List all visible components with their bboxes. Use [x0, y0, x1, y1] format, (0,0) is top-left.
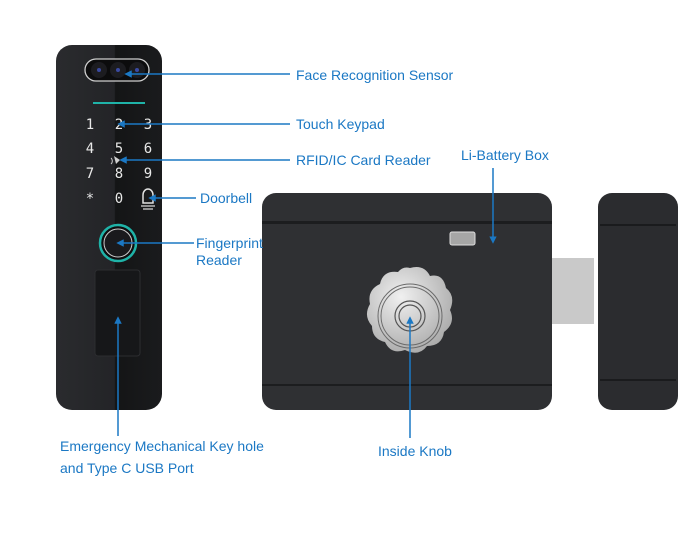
key-star: *: [86, 191, 94, 207]
label-battery-box: Li-Battery Box: [461, 147, 549, 163]
label-emergency-1: Emergency Mechanical Key hole: [60, 438, 264, 454]
label-emergency-2: and Type C USB Port: [60, 460, 194, 476]
key-9: 9: [144, 166, 152, 182]
face-recognition-camera: [84, 58, 150, 82]
lock-body: [262, 193, 594, 410]
key-0: 0: [115, 191, 123, 207]
label-fingerprint-2: Reader: [196, 252, 242, 268]
strike-box: [598, 193, 678, 410]
key-1: 1: [86, 117, 94, 133]
key-8: 8: [115, 166, 123, 182]
inside-knob: [366, 267, 453, 353]
callout-arrows: [114, 70, 497, 438]
battery-box-latch: [449, 231, 476, 246]
key-2: 2: [115, 117, 123, 133]
front-panel: 1 2 3 4 5 6 7 8 9 * 0: [56, 45, 162, 410]
label-touch-keypad: Touch Keypad: [296, 116, 385, 132]
key-6: 6: [144, 141, 152, 157]
label-rfid: RFID/IC Card Reader: [296, 152, 431, 168]
label-inside-knob: Inside Knob: [378, 443, 452, 459]
key-4: 4: [86, 141, 94, 157]
key-3: 3: [144, 117, 152, 133]
lock-bolt: [548, 258, 594, 324]
key-5: 5: [115, 141, 123, 157]
label-fingerprint-1: Fingerprint: [196, 235, 263, 251]
key-7: 7: [86, 166, 94, 182]
rfid-icon: [110, 156, 120, 165]
label-face-recognition: Face Recognition Sensor: [296, 67, 454, 83]
label-doorbell: Doorbell: [200, 190, 252, 206]
